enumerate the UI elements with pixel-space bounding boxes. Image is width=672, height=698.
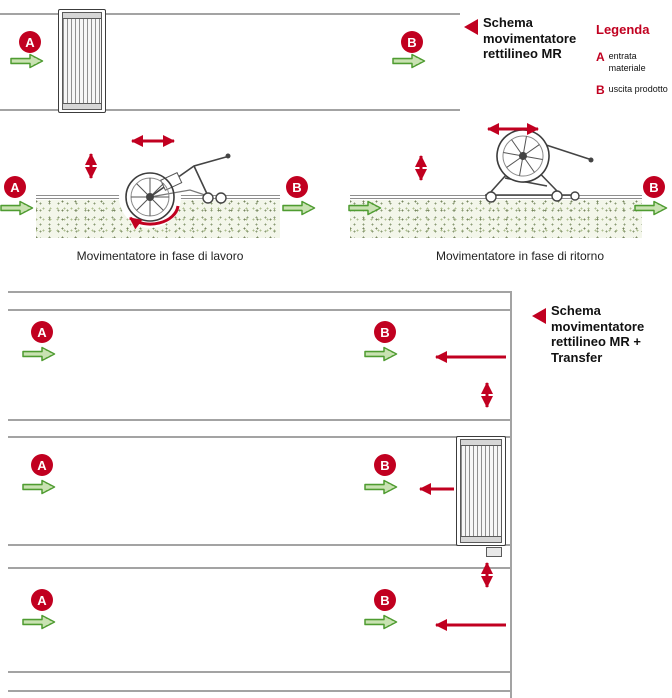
material-flow-arrow-icon (10, 53, 44, 69)
conveyor-rail (8, 419, 510, 421)
machine-brush-hatch (62, 18, 102, 104)
transfer-flow-arrow-left-icon (435, 619, 506, 631)
legend-item-entry: A entrata materiale (596, 51, 672, 74)
exit-badge: B (374, 321, 396, 343)
entry-badge: A (4, 176, 26, 198)
exit-badge: B (286, 176, 308, 198)
top-diagram-title: Schema movimentatore rettilineo MR (483, 15, 577, 62)
material-flow-arrow-icon (364, 346, 398, 362)
mr-machine-top-view (456, 436, 506, 546)
material-flow-arrow-icon (0, 200, 34, 216)
legend-title: Legenda (596, 22, 650, 37)
machine-foot (486, 547, 502, 557)
material-flow-arrow-icon (282, 200, 316, 216)
lift-motion-arrow-icon (415, 155, 427, 181)
machine-end-cap (62, 103, 102, 110)
ground-strip (350, 195, 642, 238)
transfer-flow-arrow-left-icon (419, 483, 454, 495)
transfer-rail (510, 291, 512, 698)
machine-end-cap (62, 12, 102, 19)
exit-badge: B (374, 454, 396, 476)
mr-machine-side-view-work (119, 153, 231, 228)
ground-texture (350, 200, 642, 238)
transfer-shuttle-arrow-icon (481, 562, 493, 588)
material-flow-arrow-icon (348, 200, 382, 216)
rotation-arrow-icon (129, 205, 180, 230)
lift-motion-arrow-icon (85, 153, 97, 179)
conveyor-rail (0, 109, 460, 111)
legend-label: uscita prodotto (608, 84, 668, 95)
material-flow-arrow-icon (392, 53, 426, 69)
conveyor-rail (8, 567, 510, 569)
machine-end-cap (460, 536, 502, 543)
title-pointer-icon (532, 308, 546, 324)
legend: Legenda A entrata materiale B uscita pro… (596, 22, 672, 106)
legend-key: B (596, 83, 605, 98)
travel-motion-arrow-icon (131, 135, 175, 147)
exit-badge: B (643, 176, 665, 198)
entry-badge: A (19, 31, 41, 53)
bottom-diagram-title: Schema movimentatore rettilineo MR + Tra… (551, 303, 645, 365)
conveyor-rail (0, 13, 460, 15)
conveyor-rail (8, 309, 510, 311)
material-flow-arrow-icon (364, 479, 398, 495)
mr-machine-top-view (58, 9, 106, 113)
return-phase-caption: Movimentatore in fase di ritorno (435, 249, 605, 263)
material-flow-arrow-icon (22, 346, 56, 362)
title-pointer-icon (464, 19, 478, 35)
mr-machine-side-view-return (485, 129, 594, 203)
machine-brush-hatch (460, 445, 502, 537)
work-phase-caption: Movimentatore in fase di lavoro (76, 249, 244, 263)
legend-label: entrata materiale (608, 51, 646, 73)
exit-badge: B (374, 589, 396, 611)
conveyor-rail (8, 544, 510, 546)
conveyor-rail (8, 690, 510, 692)
material-flow-arrow-icon (634, 200, 668, 216)
entry-badge: A (31, 454, 53, 476)
material-flow-arrow-icon (22, 614, 56, 630)
material-flow-arrow-icon (364, 614, 398, 630)
conveyor-rail (8, 436, 510, 438)
conveyor-rail (8, 671, 510, 673)
conveyor-rail (8, 291, 510, 293)
exit-badge: B (401, 31, 423, 53)
transfer-flow-arrow-left-icon (435, 351, 506, 363)
legend-item-exit: B uscita prodotto (596, 84, 672, 96)
entry-badge: A (31, 589, 53, 611)
legend-key: A (596, 50, 605, 64)
material-flow-arrow-icon (22, 479, 56, 495)
machine-end-cap (460, 439, 502, 446)
transfer-shuttle-arrow-icon (481, 382, 493, 408)
entry-badge: A (31, 321, 53, 343)
travel-motion-arrow-icon (487, 123, 539, 135)
